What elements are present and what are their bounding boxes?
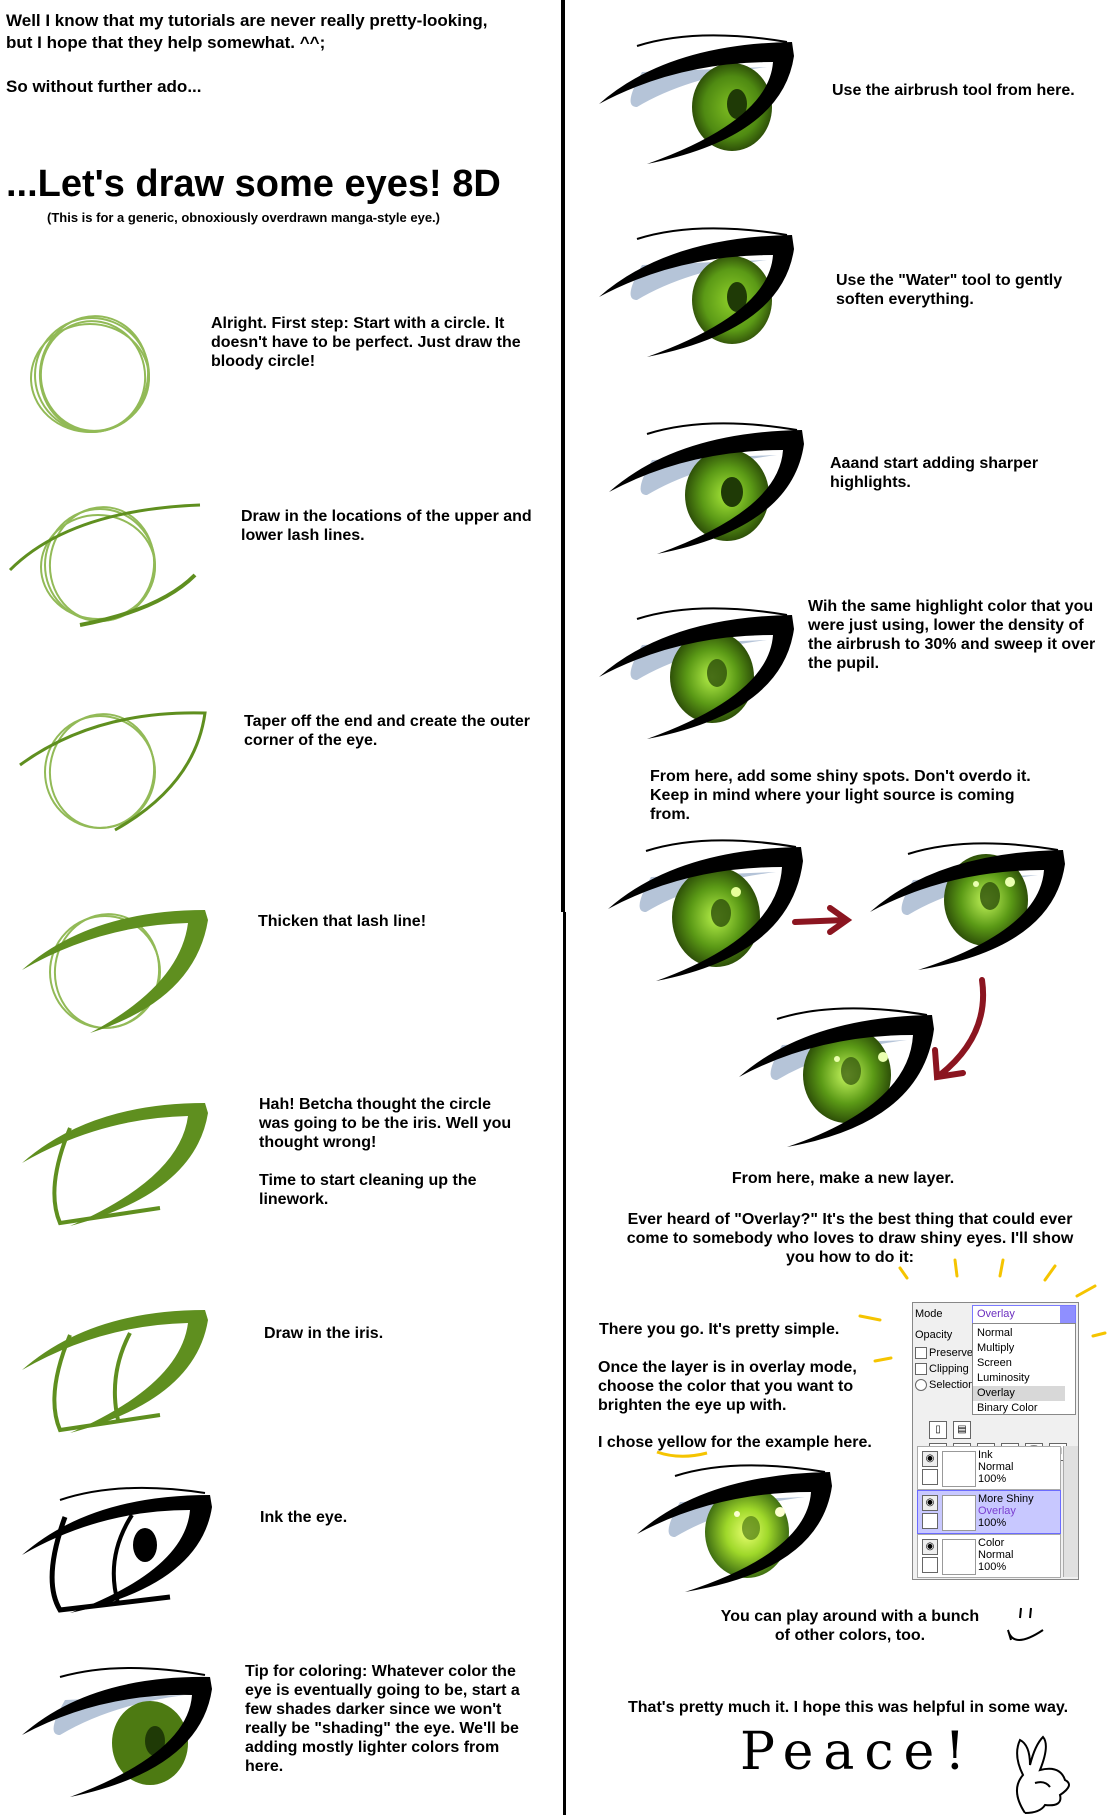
layer-thumbnail: [942, 1539, 976, 1575]
yellow-overlay-eye: [637, 1464, 832, 1592]
mode-option-luminosity[interactable]: Luminosity: [977, 1372, 1030, 1384]
right-step-7-text: Ever heard of "Overlay?" It's the best t…: [626, 1211, 1074, 1266]
step-5-text: Hah! Betcha thought the circle was going…: [259, 1096, 512, 1151]
pupil-sweep-eye: [599, 607, 794, 739]
shiny-eye-2: [870, 842, 1065, 970]
layer-palette: Mode Overlay Opacity Preserve Clipping S…: [912, 1302, 1079, 1580]
mode-option-multiply[interactable]: Multiply: [977, 1342, 1015, 1354]
layer-name: More Shiny: [978, 1493, 1034, 1505]
water-eye: [599, 227, 794, 357]
layer-opacity: 100%: [978, 1517, 1007, 1529]
layer-mode: Overlay: [978, 1505, 1016, 1517]
lock-box[interactable]: [922, 1557, 938, 1573]
new-layer-icon[interactable]: ▯: [929, 1421, 947, 1439]
selection-label: Selection: [929, 1379, 975, 1391]
right-step-10-text: I chose yellow for the example here.: [598, 1434, 872, 1451]
visibility-eye-icon[interactable]: ◉: [922, 1451, 938, 1467]
preserve-checkbox[interactable]: [915, 1347, 927, 1359]
chevron-down-icon[interactable]: [1060, 1306, 1075, 1323]
intro-line-2: but I hope that they help somewhat. ^^;: [6, 33, 326, 52]
layer-scrollbar[interactable]: [1063, 1446, 1078, 1577]
blend-mode-list: Normal Multiply Screen Luminosity Overla…: [972, 1323, 1076, 1415]
right-step-1-text: Use the airbrush tool from here.: [832, 82, 1075, 99]
page-title: ...Let's draw some eyes! 8D: [6, 163, 501, 205]
opacity-label: Opacity: [915, 1329, 953, 1341]
clipping-checkbox[interactable]: [915, 1363, 927, 1375]
signoff-text: Peace!: [740, 1722, 976, 1782]
intro-line-1: Well I know that my tutorials are never …: [6, 11, 488, 30]
column-divider-top: [561, 0, 565, 912]
right-step-11-text: You can play around with a bunch of othe…: [720, 1608, 980, 1644]
clipping-label: Clipping: [929, 1363, 969, 1375]
layer-name: Ink: [978, 1449, 993, 1461]
step-2-text: Draw in the locations of the upper and l…: [241, 508, 532, 544]
visibility-eye-icon[interactable]: ◉: [922, 1539, 938, 1555]
airbrush-eye: [599, 34, 794, 164]
right-step-6-text: From here, make a new layer.: [731, 1170, 955, 1187]
peace-hand-doodle: [1016, 1735, 1070, 1814]
preserve-label: Preserve: [929, 1347, 974, 1359]
sketch-circle-1: [30, 315, 150, 433]
layer-mode: Normal: [978, 1549, 1014, 1561]
mode-option-binary-color[interactable]: Binary Color: [977, 1402, 1038, 1414]
right-step-9-text: Once the layer is in overlay mode, choos…: [598, 1359, 857, 1414]
layer-opacity: 100%: [978, 1561, 1007, 1573]
mode-option-screen[interactable]: Screen: [977, 1357, 1012, 1369]
blend-mode-select[interactable]: Overlay: [972, 1305, 1076, 1324]
inked-eye: [22, 1486, 212, 1613]
right-step-3-text: Aaand start adding sharper highlights.: [830, 455, 1039, 491]
smiley-doodle: [1007, 1607, 1044, 1641]
layer-item-color[interactable]: ◉ Color Normal 100%: [917, 1534, 1061, 1578]
step-8-text: Ink the eye.: [260, 1509, 348, 1526]
blend-mode-value: Overlay: [977, 1308, 1015, 1320]
layer-thumbnail: [942, 1451, 976, 1487]
layer-name: Color: [978, 1537, 1005, 1549]
column-divider-bottom: [563, 912, 566, 1815]
sparkle-lines: [858, 1258, 1107, 1363]
step-4-text: Thicken that lash line!: [258, 913, 427, 930]
visibility-eye-icon[interactable]: ◉: [922, 1495, 938, 1511]
red-arrow-curved: [932, 977, 986, 1081]
yellow-underline: [656, 1450, 708, 1458]
mode-label: Mode: [915, 1308, 943, 1320]
sketch-circle-4: [22, 910, 208, 1033]
right-step-2-text: Use the "Water" tool to gently soften ev…: [836, 272, 1063, 308]
shiny-eye-3: [739, 1007, 934, 1147]
brush-lock-icon[interactable]: [922, 1513, 938, 1529]
step-9-text: Tip for coloring: Whatever color the eye…: [245, 1663, 520, 1775]
page-subtitle: (This is for a generic, obnoxiously over…: [47, 210, 440, 225]
sketch-circle-2: [8, 503, 201, 627]
layer-item-more-shiny[interactable]: ◉ More Shiny Overlay 100%: [917, 1490, 1061, 1534]
step-6-text: Time to start cleaning up the linework.: [259, 1172, 477, 1208]
red-arrow-right: [792, 905, 853, 935]
layer-item-ink[interactable]: ◉ Ink Normal 100%: [917, 1446, 1061, 1490]
selection-radio[interactable]: [915, 1379, 927, 1391]
layer-thumbnail: [942, 1495, 976, 1531]
step-3-text: Taper off the end and create the outer c…: [244, 713, 530, 749]
layer-opacity: 100%: [978, 1473, 1007, 1485]
shiny-eye-1: [608, 839, 803, 981]
step-7-text: Draw in the iris.: [264, 1325, 384, 1342]
right-step-12-text: That's pretty much it. I hope this was h…: [628, 1699, 1069, 1716]
right-step-8-text: There you go. It's pretty simple.: [599, 1321, 840, 1338]
right-step-5-text: From here, add some shiny spots. Don't o…: [650, 768, 1031, 823]
intro-line-3: So without further ado...: [6, 77, 202, 96]
lock-box[interactable]: [922, 1469, 938, 1485]
step-1-text: Alright. First step: Start with a circle…: [211, 315, 521, 370]
right-step-4-text: Wih the same highlight color that you we…: [808, 598, 1096, 672]
new-layer-set-icon[interactable]: ▤: [953, 1421, 971, 1439]
mode-option-overlay[interactable]: Overlay: [973, 1386, 1065, 1401]
linework-eye-5: [22, 1103, 208, 1226]
sketch-circle-3: [19, 711, 207, 832]
layer-mode: Normal: [978, 1461, 1014, 1473]
linework-eye-6: [22, 1310, 208, 1433]
colored-eye-base: [22, 1666, 212, 1797]
mode-option-normal[interactable]: Normal: [977, 1327, 1013, 1339]
highlight-eye: [609, 422, 804, 554]
